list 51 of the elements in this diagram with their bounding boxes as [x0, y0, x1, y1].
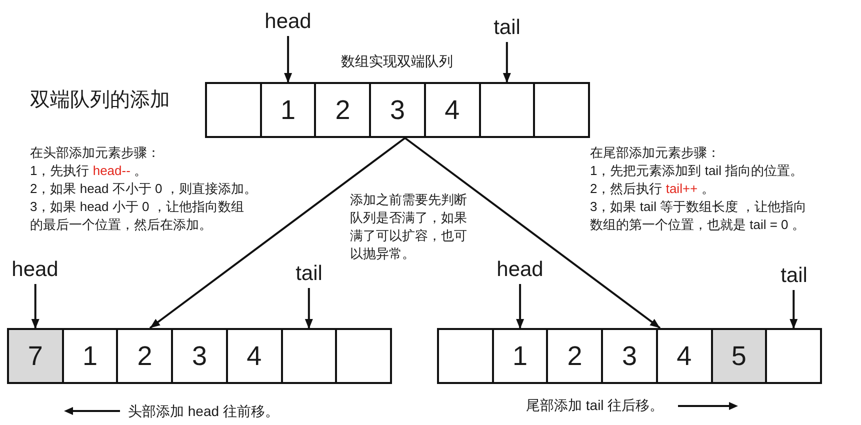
step-text: 1，先执行 head-- 。 [30, 162, 148, 180]
arrow [790, 290, 798, 329]
array-cell: 4 [226, 329, 282, 383]
array-cell: 7 [8, 329, 63, 383]
pointer-label: head [264, 10, 312, 34]
array-cell: 1 [492, 329, 548, 383]
arrow [516, 284, 524, 329]
pointer-label: tail [296, 262, 322, 286]
note-text: 添加之前需要先判断队列是否满了，如果满了可以扩容，也可以抛异常。 [350, 191, 468, 263]
array-cell: 2 [117, 329, 172, 383]
arrow [404, 137, 661, 329]
pointer-label: head [12, 258, 58, 282]
arrow [502, 42, 511, 83]
array-cell: 2 [547, 329, 602, 383]
array [205, 82, 590, 138]
array-cell [766, 329, 821, 383]
array-cell: 3 [172, 329, 227, 383]
arrow [284, 36, 292, 83]
step-text: 2，然后执行 tail++ 。 [590, 180, 714, 198]
array-cell: 2 [315, 83, 370, 137]
array-cell: 4 [656, 329, 712, 383]
array [437, 328, 822, 384]
arrow [149, 137, 406, 329]
step-text: 3，如果 tail 等于数组长度 ，让他指向数组的第一个位置，也就是 tail = 0 。 [590, 198, 808, 234]
step-text: 2，如果 head 不小于 0 ，则直接添加。 [30, 180, 257, 198]
array-cell: 3 [370, 83, 425, 137]
array-cell: 5 [712, 329, 766, 383]
caption-text: 尾部添加 tail 往后移。 [526, 396, 664, 415]
pointer-label: tail [494, 16, 520, 40]
caption-text: 头部添加 head 往前移。 [128, 402, 279, 421]
pointer-label: head [496, 258, 544, 282]
step-text: 3，如果 head 小于 0 ，让他指向数组的最后一个位置，然后在添加。 [30, 198, 245, 234]
pointer-label: tail [780, 264, 808, 288]
note-heading: 在头部添加元素步骤： [30, 144, 160, 162]
array-cell [206, 83, 261, 137]
title: 双端队列的添加 [30, 88, 170, 112]
array-cell [534, 83, 589, 137]
array-cell [282, 329, 336, 383]
array-cell: 1 [260, 83, 316, 137]
note-heading: 在尾部添加元素步骤： [590, 144, 720, 162]
array-cell [438, 329, 493, 383]
step-text: 1，先把元素添加到 tail 指向的位置。 [590, 162, 804, 180]
array-cell: 4 [424, 83, 480, 137]
array-cell [336, 329, 391, 383]
arrow [304, 288, 313, 329]
array-cell: 3 [602, 329, 657, 383]
arrow [31, 284, 40, 329]
array-heading: 数组实现双端队列 [341, 52, 453, 70]
array [7, 328, 392, 384]
array-cell: 1 [62, 329, 118, 383]
array-cell [480, 83, 534, 137]
